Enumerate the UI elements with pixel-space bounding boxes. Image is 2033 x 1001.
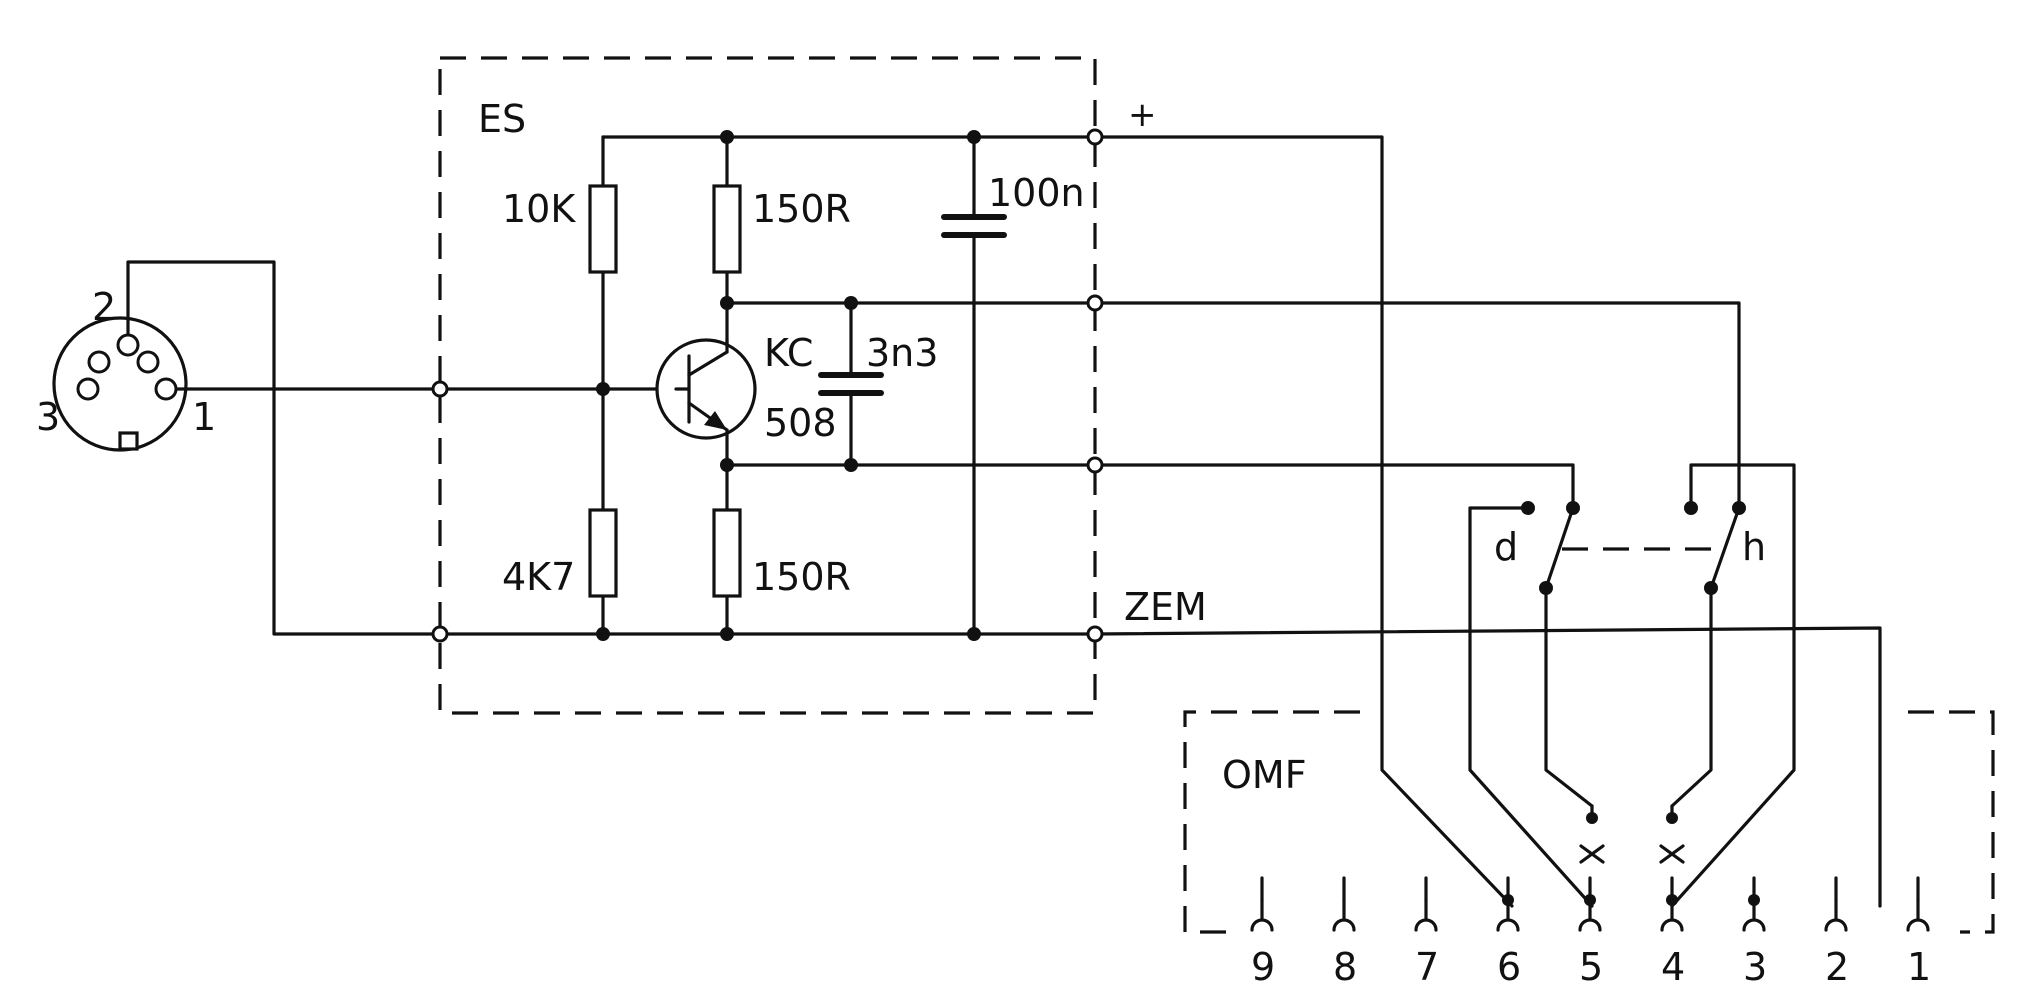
din-pin-1: [154, 377, 178, 401]
din-connector: [52, 316, 188, 452]
omf-pin-label-3: 3: [1743, 945, 1767, 989]
omf-contact-dot-6: [1502, 894, 1514, 906]
emitter-line: [725, 463, 1575, 510]
label-10k: 10K: [502, 187, 576, 231]
positive-rail: [601, 135, 1514, 908]
omf-pin-label-6: 6: [1497, 945, 1521, 989]
omf-pin-label-2: 2: [1825, 945, 1849, 989]
es-terminals: [431, 128, 1104, 643]
label-508: 508: [764, 401, 837, 445]
omf-contact-dot-3: [1748, 894, 1760, 906]
resistor-150r-collector: [712, 184, 742, 274]
omf-socket-9: 9: [1250, 876, 1275, 989]
crossing-marks: [1579, 844, 1685, 864]
omf-socket-row: 9 8 7 6 5 4 3 2 1: [1250, 876, 1931, 989]
es-module-label: ES: [478, 97, 526, 141]
label-kc: KC: [764, 331, 813, 375]
junction-dots: [596, 130, 981, 641]
omf-pin-label-4: 4: [1661, 945, 1685, 989]
transistor-kc508: [655, 338, 757, 467]
label-150r-bottom: 150R: [752, 555, 851, 599]
switch-d-label: d: [1494, 525, 1518, 569]
collector-line: [725, 301, 1741, 510]
omf-module-label: OMF: [1222, 753, 1307, 797]
din-pin-2-label: 2: [92, 285, 116, 329]
omf-pin-label-5: 5: [1579, 945, 1603, 989]
din-pin-3: [76, 377, 100, 401]
omf-socket-2: 2: [1824, 876, 1849, 989]
omf-socket-3: 3: [1742, 876, 1767, 989]
omf-pin-label-9: 9: [1251, 945, 1275, 989]
omf-socket-7: 7: [1414, 876, 1439, 989]
label-150r-top: 150R: [752, 187, 851, 231]
ground-rail: [438, 626, 1882, 908]
omf-contact-dot-5: [1584, 894, 1596, 906]
resistor-150r-emitter: [712, 508, 742, 598]
label-3n3: 3n3: [866, 331, 938, 375]
omf-socket-4: 4: [1660, 876, 1685, 989]
omf-pin-label-1: 1: [1907, 945, 1931, 989]
din-pin-2: [116, 333, 140, 357]
capacitor-3n3: [818, 372, 884, 396]
din-pin-3-label: 3: [36, 395, 60, 439]
switch-h: [1670, 463, 1796, 908]
omf-pin-label-8: 8: [1333, 945, 1357, 989]
din-pin-1-label: 1: [192, 395, 216, 439]
din-key-notch: [118, 431, 139, 451]
resistor-4k7: [588, 508, 618, 598]
omf-module-boundary: [1183, 710, 1995, 934]
omf-pin-label-7: 7: [1415, 945, 1439, 989]
omf-socket-8: 8: [1332, 876, 1357, 989]
omf-contact-dot-4: [1666, 894, 1678, 906]
switch-h-label: h: [1742, 525, 1766, 569]
omf-socket-1: 1: [1906, 876, 1931, 989]
zem-label: ZEM: [1124, 585, 1207, 629]
label-100n: 100n: [988, 171, 1085, 215]
omf-socket-5: 5: [1578, 876, 1603, 989]
switch-d: [1468, 501, 1594, 908]
plus-label: +: [1128, 95, 1157, 135]
din-pin2-wire: [126, 260, 442, 636]
capacitor-100n: [941, 214, 1007, 238]
es-module-boundary: [438, 56, 1097, 715]
label-4k7: 4K7: [502, 555, 575, 599]
resistor-10k: [588, 184, 618, 274]
